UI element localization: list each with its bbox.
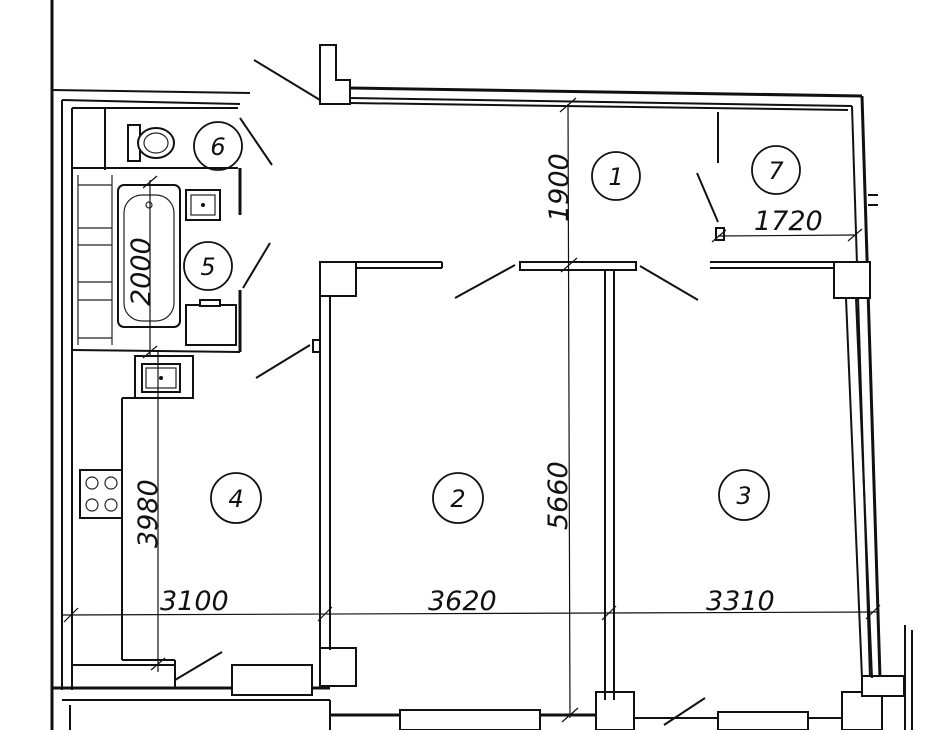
sink-icon (141, 363, 181, 393)
stove-icon (79, 469, 123, 519)
dim-hall-depth: 1900 (544, 153, 575, 222)
room-marker-5: 5 (183, 241, 233, 291)
outer-walls (50, 0, 913, 730)
room-number-6: 6 (210, 133, 225, 161)
room-number-5: 5 (200, 253, 215, 281)
room-number-4: 4 (228, 485, 243, 513)
room-marker-7: 7 (751, 145, 801, 195)
dimension-labels: 1900 1720 2000 3980 5660 3100 3620 3310 (126, 153, 823, 617)
bathtub-icon (117, 184, 181, 328)
dim-kitchen-width: 3100 (160, 586, 229, 617)
room-number-7: 7 (768, 157, 784, 185)
room-marker-1: 1 (591, 151, 641, 201)
dimension-lines (61, 97, 881, 723)
dim-room2-width: 3620 (428, 586, 497, 617)
room-number-3: 3 (736, 482, 751, 510)
dim-kitchen-depth: 3980 (133, 479, 164, 548)
dim-room3-width: 3310 (706, 586, 775, 617)
dim-wardrobe-width: 1720 (754, 206, 823, 237)
room-number-2: 2 (450, 485, 465, 513)
room-marker-6: 6 (193, 121, 243, 171)
dim-room-depth: 5660 (543, 461, 574, 530)
room-marker-2: 2 (432, 472, 484, 524)
door-swings (174, 59, 725, 726)
washbasin-icon (185, 189, 221, 221)
room-markers: 1 2 3 4 5 6 7 (183, 121, 801, 524)
room-marker-3: 3 (718, 469, 770, 521)
dim-bath-length: 2000 (126, 237, 157, 306)
room-number-1: 1 (608, 163, 623, 191)
toilet-icon (127, 124, 175, 162)
washing-machine-icon (185, 299, 237, 346)
room-marker-4: 4 (210, 472, 262, 524)
